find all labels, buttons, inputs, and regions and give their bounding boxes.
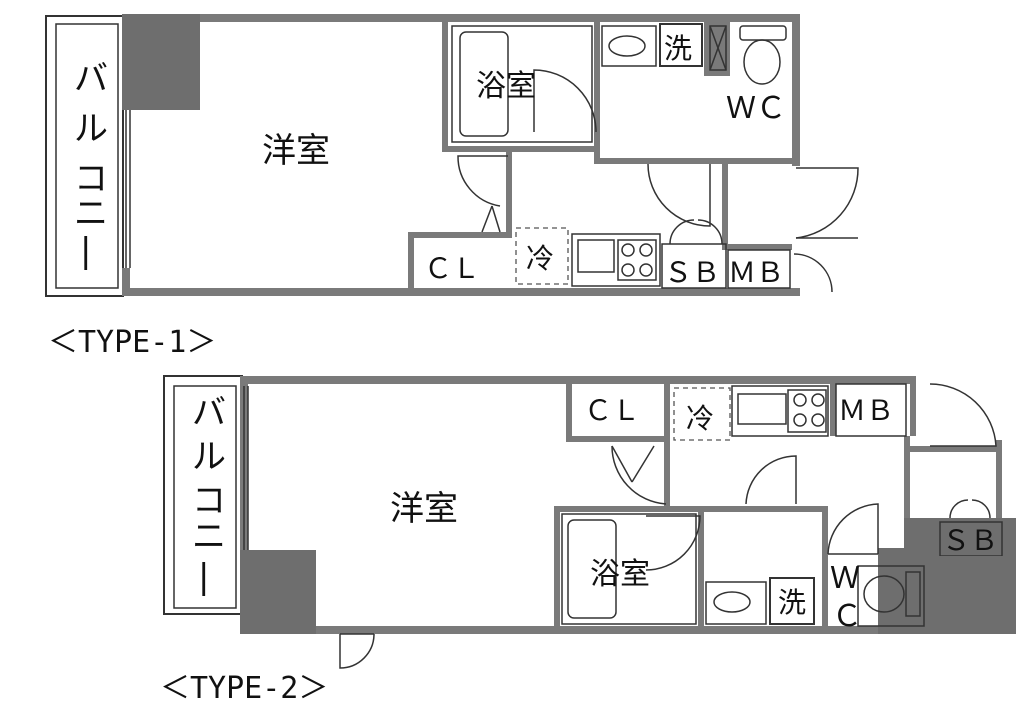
type1-meterbox-label: ＭＢ	[728, 256, 784, 289]
type2-balcony-label-1: バ	[192, 393, 226, 433]
type1-fridge-label: 冷	[526, 242, 554, 275]
type2-balcony-label-4: ニ	[192, 517, 226, 557]
type2-caption: ＜TYPE-2＞	[160, 671, 328, 706]
type1-balcony-label-3: コ	[74, 159, 108, 199]
type1-caption: ＜TYPE-1＞	[48, 325, 216, 360]
type2-fridge-label: 冷	[686, 402, 714, 435]
type2-toilet-w-label: Ｗ	[830, 561, 860, 596]
type1-plan: バ ル コ ニ | 洋室 浴室 洗 ＷＣ ＣＬ 冷 ＳＢ ＭＢ	[45, 14, 859, 297]
type1-western-room-label: 洋室	[262, 131, 330, 171]
type1-washer-label: 洗	[664, 32, 692, 65]
type2-meterbox-label: ＭＢ	[838, 394, 894, 427]
type1-balcony-label-4: ニ	[74, 194, 108, 234]
type2-plan: バ ル コ ニ | 洋室 浴室 洗 Ｗ Ｃ ＣＬ 冷 ＭＢ ＳＢ	[163, 375, 1016, 669]
type2-toilet-c-label: Ｃ	[832, 599, 862, 634]
type2-closet-label: ＣＬ	[584, 394, 640, 427]
type1-balcony-outer	[45, 15, 124, 297]
type2-balcony-label-3: コ	[192, 481, 226, 521]
type1-bathroom-label: 浴室	[476, 69, 536, 104]
type2-washer-label: 洗	[778, 586, 806, 619]
type2-bathroom-label: 浴室	[590, 557, 650, 592]
type2-balcony-label-5: |	[198, 557, 209, 597]
type2-western-room-label: 洋室	[390, 489, 458, 529]
type1-column	[122, 14, 200, 110]
type1-balcony-inner	[55, 23, 119, 289]
type1-balcony-label-2: ル	[74, 109, 108, 149]
type2-shoebox-label: ＳＢ	[942, 524, 998, 557]
type1-shoebox-label: ＳＢ	[664, 256, 720, 289]
type1-balcony-label-5: |	[80, 231, 91, 271]
type1-closet-label: ＣＬ	[424, 252, 480, 285]
type1-toilet-label: ＷＣ	[726, 91, 786, 126]
type2-balcony-label-2: ル	[192, 437, 226, 477]
type1-balcony-label-1: バ	[74, 59, 108, 99]
